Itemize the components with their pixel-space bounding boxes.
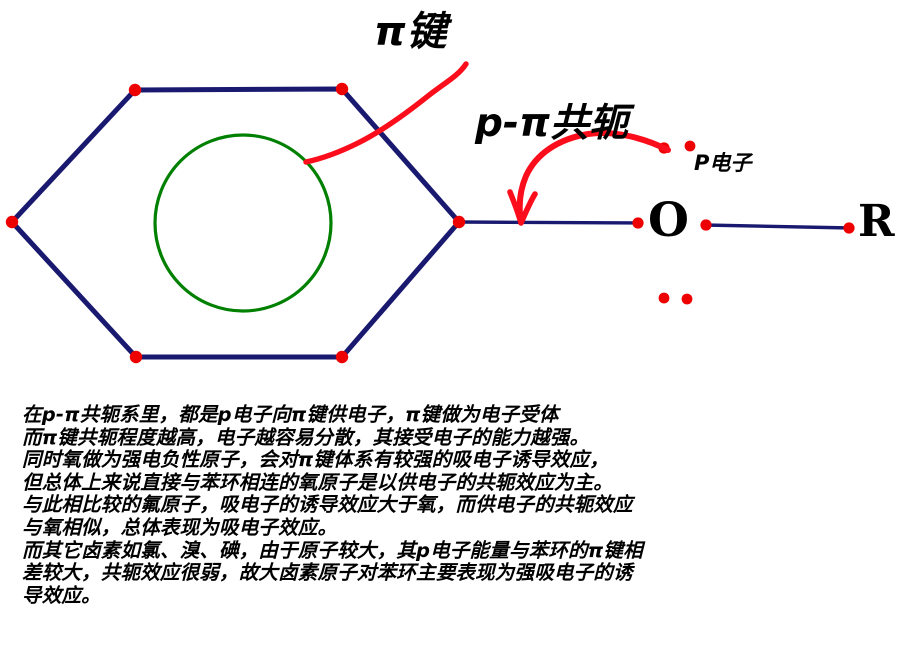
ring-vertex-dot-right bbox=[452, 215, 466, 229]
pi-bond-label: π键 bbox=[374, 9, 448, 55]
p-pi-conjugation-arrow bbox=[507, 129, 671, 226]
ring-vertex-dot-top-right bbox=[335, 82, 349, 96]
lone-pair-dot-lower-left bbox=[658, 292, 670, 304]
bond-dot-left-of-o bbox=[632, 217, 644, 229]
explanation-line: 但总体上来说直接与苯环相连的氧原子是以供电子的共轭效应为主。 bbox=[22, 470, 614, 494]
aromatic-circle-icon bbox=[153, 133, 333, 313]
substituent-bonds bbox=[457, 220, 853, 230]
lone-pair-dot-lower-right bbox=[681, 293, 693, 305]
oxygen-atom-label: O bbox=[648, 193, 689, 248]
bond-dot-left-of-r bbox=[843, 222, 855, 234]
r-group-label: R bbox=[858, 196, 895, 247]
bond-oxygen-to-r bbox=[702, 223, 853, 230]
explanation-line: 而π键共轭程度越高，电子越容易分散，其接受电子的能力越强。 bbox=[22, 425, 590, 449]
explanation-line: 同时氧做为强电负性原子，会对π键体系有较强的吸电子诱导效应， bbox=[22, 448, 609, 472]
explanation-line: 而其它卤素如氯、溴、碘，由于原子较大，其p电子能量与苯环的π键相 bbox=[22, 538, 643, 562]
ring-vertex-dot-left bbox=[5, 215, 19, 229]
explanation-line: 在p-π共轭系里，都是p电子向π键供电子，π键做为电子受体 bbox=[22, 403, 559, 426]
benzene-ring bbox=[9, 86, 462, 360]
pi-bond-pointer-line bbox=[303, 61, 469, 165]
lone-pair-dots bbox=[658, 140, 696, 305]
explanation-line: 与氧相似，总体表现为吸电子效应。 bbox=[22, 515, 338, 539]
bond-dot-right-of-o bbox=[700, 219, 712, 231]
bond-ring-to-oxygen bbox=[457, 220, 643, 225]
atom-dots bbox=[5, 82, 855, 364]
ring-vertex-dot-bottom-right bbox=[335, 350, 349, 364]
explanation-line: 差较大，共轭效应很弱，故大卤素原子对苯环主要表现为强吸电子的诱 bbox=[22, 561, 633, 585]
p-electron-label: P电子 bbox=[694, 151, 752, 175]
explanation-line: 与此相比较的氟原子，吸电子的诱导效应大于氧，而供电子的共轭效应 bbox=[22, 493, 633, 517]
ring-vertex-dot-bottom-left bbox=[129, 350, 143, 364]
ring-vertex-dot-top-left bbox=[128, 83, 142, 97]
lone-pair-dot-upper-right bbox=[684, 140, 696, 152]
explanation-text: 在p-π共轭系里，都是p电子向π键供电子，π键做为电子受体 而π键共轭程度越高，… bbox=[22, 403, 892, 607]
p-pi-conjugation-label: p-π共轭 bbox=[475, 101, 628, 146]
explanation-line: 导效应。 bbox=[22, 583, 101, 607]
benzene-ring-outline bbox=[9, 86, 462, 360]
